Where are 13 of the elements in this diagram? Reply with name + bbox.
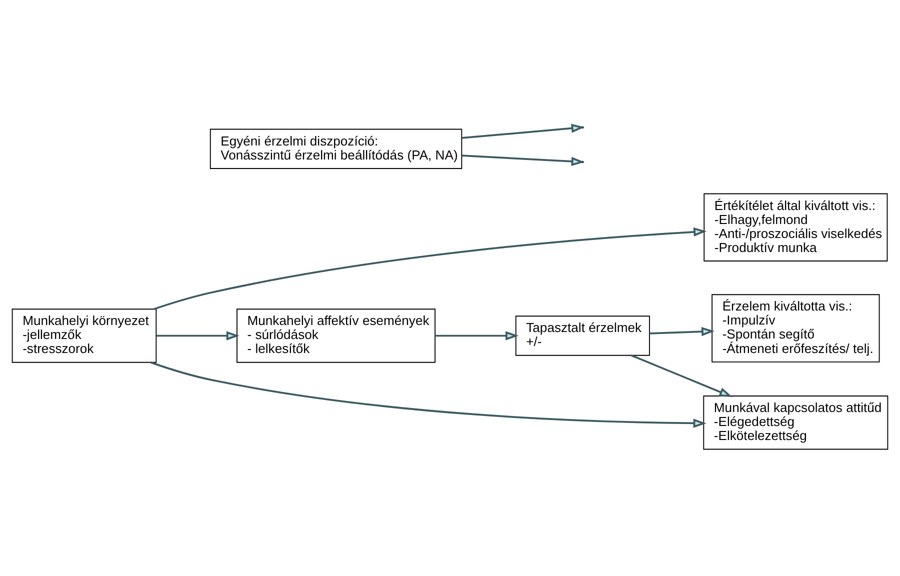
node-box: Értékítélet által kiváltott vis.: -Elhagy,felmond -Anti-/proszociális viselkedés -Produktív munka (704, 193, 888, 262)
node-box: Tapasztalt érzelmek +/- (515, 316, 650, 356)
arrow (650, 327, 715, 336)
node-box: Érzelem kiváltotta vis.: -Impulzív -Spontán segítő -Átmeneti erőfeszítés/ telj. (712, 294, 880, 362)
arrow (435, 331, 519, 340)
node-box: Munkahelyi affektív események - súrlódások - lelkesítők (236, 308, 436, 363)
node-box: Egyéni érzelmi diszpozíció: Vonásszintű érzelmi beállítódás (PA, NA) (210, 128, 462, 169)
node-box: Munkahelyi környezet -jellemzők -stresszorok (12, 308, 157, 363)
arrow (631, 354, 732, 397)
arrow (154, 227, 707, 310)
arrow (156, 331, 240, 340)
node-box: Munkával kapcsolatos attitűd -Elégedettség -Elkötelezettség (703, 396, 888, 450)
arrow (150, 362, 706, 428)
